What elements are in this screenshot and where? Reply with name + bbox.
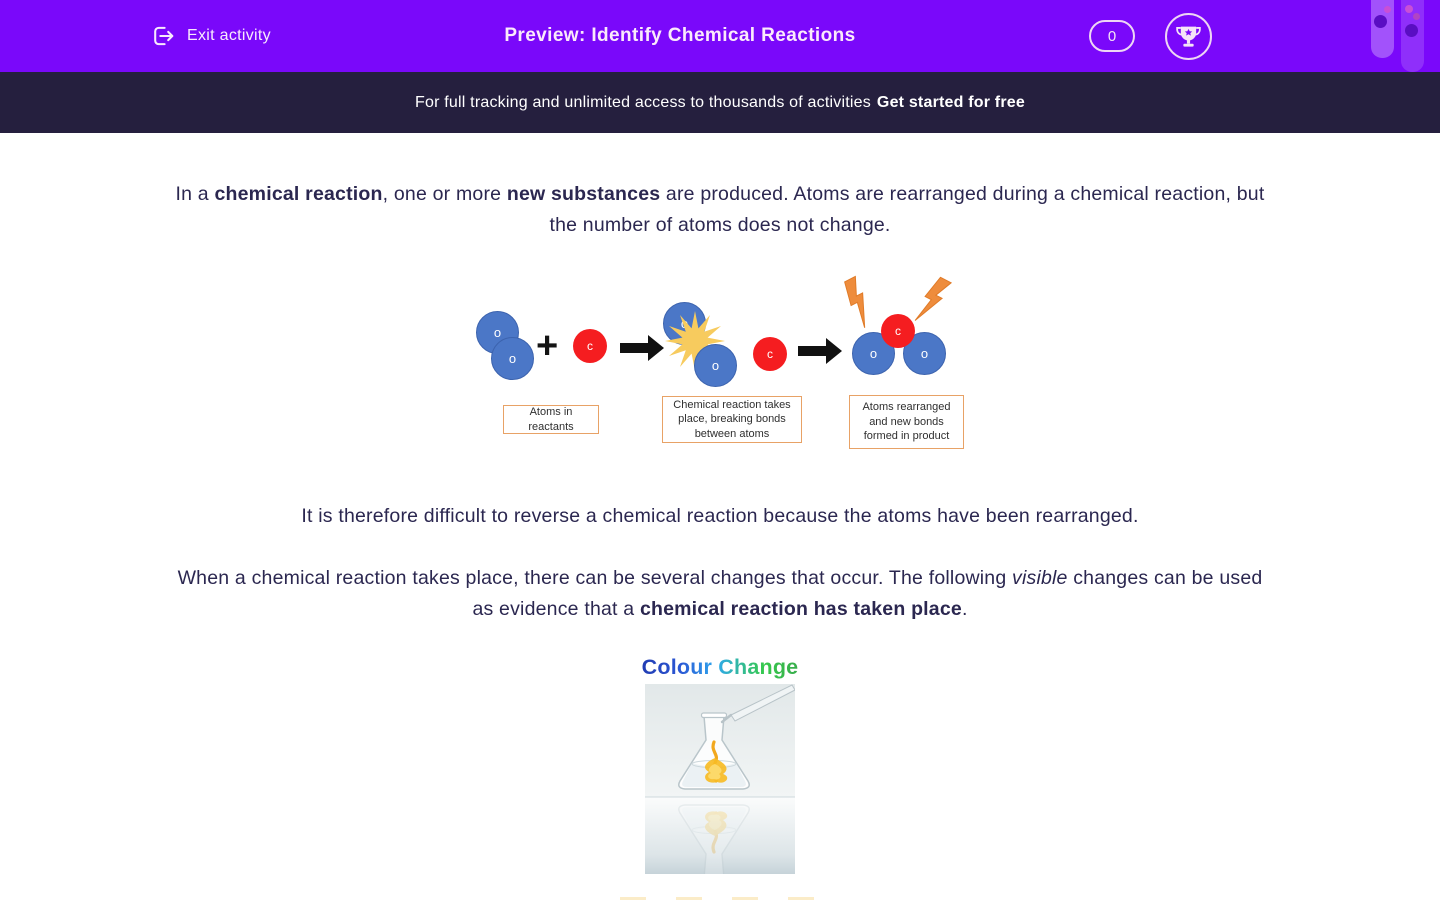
text-run-italic: visible <box>1012 567 1068 589</box>
text-run-bold: new substances <box>506 183 661 205</box>
bubble <box>1384 6 1391 13</box>
text-run-bold: chemical reaction has taken place <box>639 598 962 620</box>
exit-icon <box>154 26 174 46</box>
atom-label: o <box>711 358 720 373</box>
bubble <box>1413 13 1420 20</box>
get-started-link[interactable]: Get started for free <box>876 93 1025 111</box>
app-header: Exit activity Preview: Identify Chemical… <box>0 0 1440 72</box>
caption-text: Atoms in reactants <box>528 406 574 433</box>
reaction-diagram: o o + c o o c o o c Atoms in reac <box>460 271 980 461</box>
text-run: In a <box>175 183 215 205</box>
intro-paragraph: In a chemical reaction, one or more new … <box>175 133 1265 241</box>
starburst-icon <box>665 311 725 371</box>
test-tube-icon <box>1401 0 1424 72</box>
oxygen-atom: o <box>491 337 534 380</box>
caption-text: Chemical reaction takes place, breaking … <box>673 398 791 440</box>
test-tube-icon <box>1371 0 1394 58</box>
diagram-caption: Atoms in reactants <box>503 405 599 434</box>
carbon-atom: c <box>573 329 607 363</box>
decorative-test-tubes <box>1368 0 1430 72</box>
text-run-bold: chemical reaction <box>214 183 383 205</box>
text-run: , one or more <box>382 183 507 205</box>
promo-banner: For full tracking and unlimited access t… <box>0 72 1440 133</box>
colour-change-heading: Colour Change <box>620 655 820 680</box>
text-run: When a chemical reaction takes place, th… <box>177 567 1013 589</box>
colour-change-image <box>645 684 796 883</box>
reverse-paragraph: It is therefore difficult to reverse a c… <box>301 505 1139 527</box>
atom-label: o <box>920 346 929 361</box>
plus-sign: + <box>536 325 559 367</box>
carbon-atom: c <box>881 314 915 348</box>
exit-activity-label: Exit activity <box>187 27 271 44</box>
arrow-right-icon <box>798 338 842 364</box>
exit-activity-button[interactable]: Exit activity <box>150 23 271 49</box>
header-controls: 0 <box>1089 12 1212 60</box>
next-section-peek <box>620 897 830 900</box>
bubble <box>1374 15 1387 28</box>
atom-label: c <box>767 347 773 361</box>
diagram-caption: Chemical reaction takes place, breaking … <box>662 396 802 443</box>
lightning-bolts-icon <box>844 275 953 328</box>
atom-label: c <box>587 339 593 353</box>
oxygen-atom: o <box>852 332 895 375</box>
pipette-icon <box>720 684 796 724</box>
caption-text: Atoms rearranged and new bonds formed in… <box>862 401 951 443</box>
atom-label: c <box>895 324 901 338</box>
text-run: are produced. Atoms are rearranged durin… <box>549 183 1265 236</box>
promo-text: For full tracking and unlimited access t… <box>415 93 871 111</box>
oxygen-atom: o <box>694 344 737 387</box>
bubble <box>1405 24 1418 37</box>
carbon-atom: c <box>753 337 787 371</box>
score-value: 0 <box>1107 27 1117 45</box>
atom-label: o <box>869 346 878 361</box>
atom-label: o <box>493 325 502 340</box>
changes-paragraph: When a chemical reaction takes place, th… <box>175 563 1265 625</box>
arrow-right-icon <box>620 335 664 361</box>
score-badge: 0 <box>1089 20 1135 52</box>
trophy-icon <box>1176 26 1201 47</box>
flask-illustration <box>645 684 796 883</box>
atom-label: o <box>508 351 517 366</box>
activity-content: In a chemical reaction, one or more new … <box>0 133 1440 900</box>
bubble <box>1405 5 1413 13</box>
diagram-caption: Atoms rearranged and new bonds formed in… <box>849 395 964 449</box>
page-title: Preview: Identify Chemical Reactions <box>504 25 856 46</box>
trophy-button[interactable] <box>1165 12 1212 60</box>
text-run: . <box>961 598 968 620</box>
text-run: changes can be used as evidence that a <box>472 567 1263 620</box>
